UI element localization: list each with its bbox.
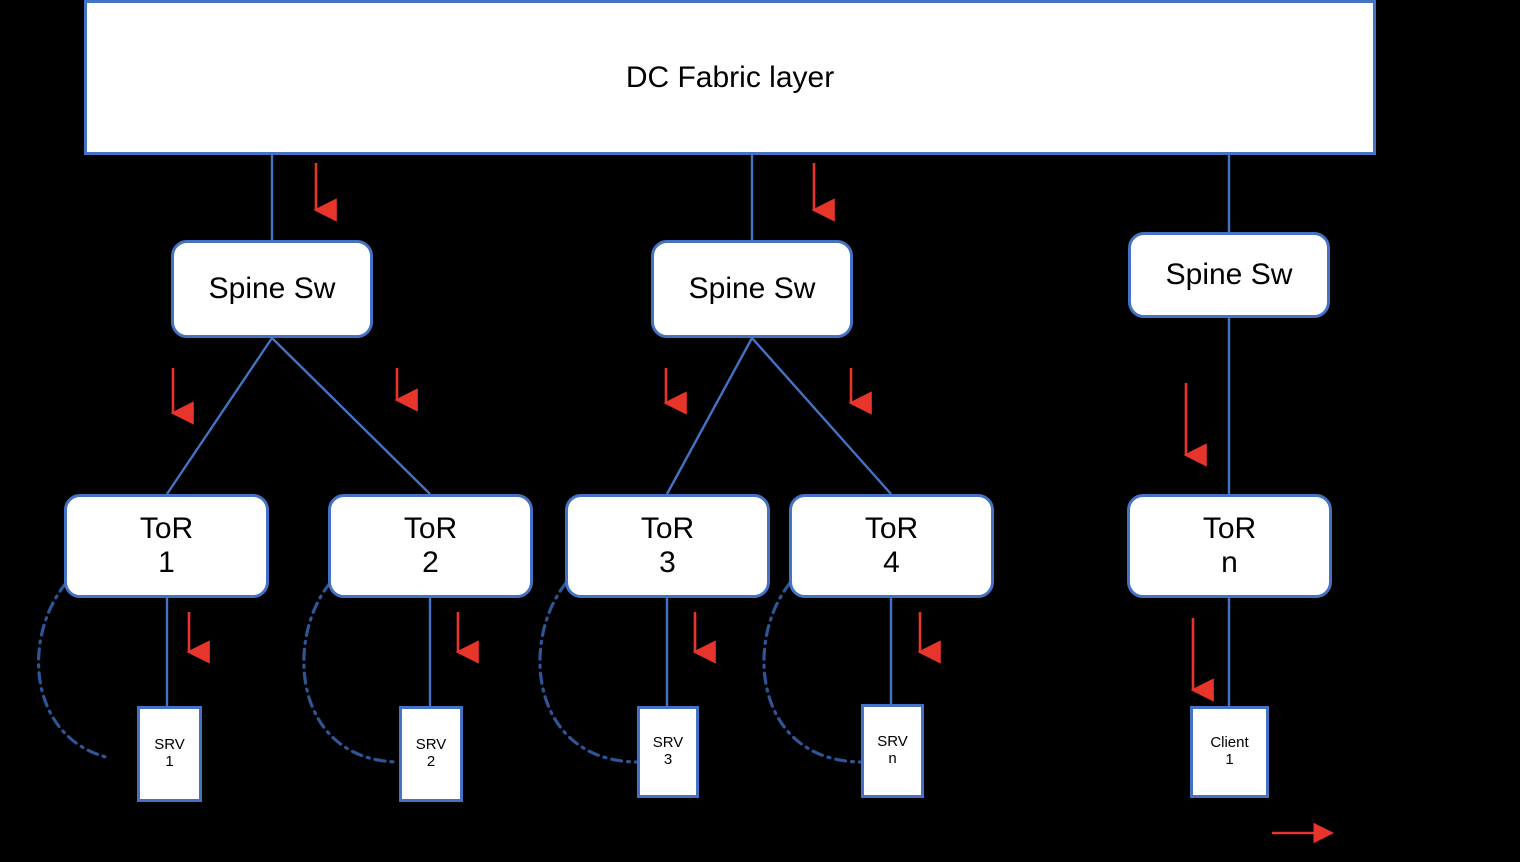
spine-switch-1[interactable]: Spine Sw bbox=[171, 240, 373, 338]
server-1[interactable]: SRV 1 bbox=[137, 706, 202, 802]
spine-switch-1-label: Spine Sw bbox=[208, 272, 336, 306]
spine-switch-3-label: Spine Sw bbox=[1165, 258, 1293, 292]
tor-switch-3-label-line2: 3 bbox=[659, 546, 676, 579]
client-1[interactable]: Client 1 bbox=[1190, 706, 1269, 798]
server-n-label-line2: n bbox=[888, 750, 897, 767]
tor-switch-n-label-line2: n bbox=[1221, 546, 1238, 579]
spine-switch-3[interactable]: Spine Sw bbox=[1128, 232, 1330, 318]
tor-switch-1-label-line1: ToR bbox=[139, 512, 194, 546]
topology-links bbox=[165, 155, 1231, 706]
server-3-label-line2: 3 bbox=[663, 751, 673, 768]
spine-switch-2[interactable]: Spine Sw bbox=[651, 240, 853, 338]
server-3[interactable]: SRV 3 bbox=[637, 706, 699, 798]
tor-switch-2-label-line2: 2 bbox=[422, 546, 439, 579]
server-3-label-line1: SRV bbox=[652, 734, 684, 752]
tor-switch-3[interactable]: ToR 3 bbox=[565, 494, 770, 598]
tor-switch-2-label-line1: ToR bbox=[403, 512, 458, 546]
server-n-label-line1: SRV bbox=[877, 733, 908, 751]
server-2-label-line2: 2 bbox=[426, 753, 436, 770]
tor-switch-n[interactable]: ToR n bbox=[1127, 494, 1332, 598]
tor-switch-1[interactable]: ToR 1 bbox=[64, 494, 269, 598]
tor-switch-2[interactable]: ToR 2 bbox=[328, 494, 533, 598]
tor-switch-4-label-line1: ToR bbox=[864, 512, 919, 546]
spine-switch-2-label: Spine Sw bbox=[688, 272, 816, 306]
tor-switch-4[interactable]: ToR 4 bbox=[789, 494, 994, 598]
server-n[interactable]: SRV n bbox=[861, 704, 924, 798]
client-1-label-line1: Client bbox=[1210, 734, 1249, 752]
dc-fabric-layer-label: DC Fabric layer bbox=[625, 60, 835, 94]
tor-switch-4-label-line2: 4 bbox=[883, 546, 900, 579]
server-2-label-line1: SRV bbox=[415, 736, 447, 754]
server-2[interactable]: SRV 2 bbox=[399, 706, 463, 802]
server-1-label-line1: SRV bbox=[154, 736, 185, 754]
client-1-label-line2: 1 bbox=[1225, 751, 1234, 768]
server-1-label-line2: 1 bbox=[165, 753, 174, 770]
dc-fabric-layer-box[interactable]: DC Fabric layer bbox=[84, 0, 1376, 155]
tor-switch-1-label-line2: 1 bbox=[158, 546, 175, 579]
tor-switch-n-label-line1: ToR bbox=[1202, 512, 1257, 546]
tor-switch-3-label-line1: ToR bbox=[640, 512, 695, 546]
